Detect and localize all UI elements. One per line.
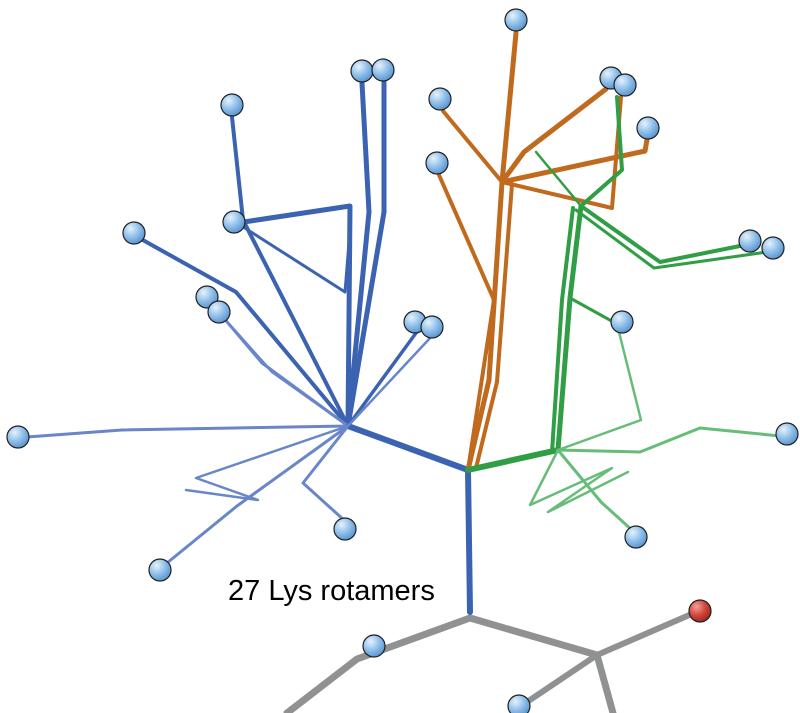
nitrogen-atom xyxy=(761,236,785,260)
bond-green xyxy=(579,204,747,264)
bond-blue_light xyxy=(184,424,350,502)
bond-blue_light xyxy=(209,301,350,428)
bond-green xyxy=(550,206,575,454)
nitrogen-atom xyxy=(624,525,648,549)
bond-blue_light xyxy=(346,335,433,428)
nitrogen-atom xyxy=(507,694,531,713)
bond-blue_light xyxy=(220,314,350,428)
bond-orange xyxy=(441,109,504,184)
bond-blue xyxy=(345,80,372,429)
nitrogen-atom xyxy=(220,93,244,117)
nitrogen-atom xyxy=(420,315,444,339)
bond-gray xyxy=(283,614,474,713)
bond-blue xyxy=(139,237,350,428)
bond-green xyxy=(465,447,561,473)
bond-blue_light xyxy=(25,424,350,439)
nitrogen-atom xyxy=(333,517,357,541)
nitrogen-atom xyxy=(636,116,660,140)
bond-blue xyxy=(234,203,353,429)
bond-gray xyxy=(521,652,600,707)
nitrogen-atom xyxy=(207,300,231,324)
bond-orange xyxy=(500,95,623,210)
bond-blue xyxy=(346,331,418,428)
bond-orange xyxy=(437,173,496,472)
nitrogen-atom xyxy=(610,310,634,334)
nitrogen-atom xyxy=(148,558,172,582)
nitrogen-atom xyxy=(613,73,637,97)
bond-blue xyxy=(230,115,350,428)
bond-green xyxy=(568,296,619,326)
bond-orange xyxy=(499,30,519,185)
nitrogen-atom xyxy=(350,59,374,83)
bond-orange xyxy=(499,86,609,185)
bond-blue xyxy=(235,221,352,294)
nitrogen-atom xyxy=(222,210,246,234)
bond-orange xyxy=(465,179,505,473)
nitrogen-atom xyxy=(738,229,762,253)
bond-green_light xyxy=(528,448,630,514)
bond-orange xyxy=(499,131,651,185)
bond-green_light xyxy=(556,322,643,452)
nitrogen-atom xyxy=(775,422,799,446)
bond-blue xyxy=(345,423,471,473)
bond-blue_light xyxy=(301,424,350,523)
bond-green_light xyxy=(556,426,782,454)
bond-blue xyxy=(345,79,387,429)
nitrogen-atom xyxy=(425,151,449,175)
bond-blue_light xyxy=(165,424,350,565)
bond-green xyxy=(574,208,769,270)
nitrogen-atom xyxy=(371,58,395,82)
nitrogen-atom xyxy=(6,425,30,449)
bond-blue xyxy=(465,467,473,615)
nitrogen-atom xyxy=(504,8,528,32)
nitrogen-atom xyxy=(122,221,146,245)
rotamer-count-label: 27 Lys rotamers xyxy=(228,575,435,607)
oxygen-atom xyxy=(688,599,712,623)
bond-green_light xyxy=(556,448,635,533)
bond-gray xyxy=(466,614,617,713)
bond-gray xyxy=(594,610,697,658)
nitrogen-atom xyxy=(362,634,386,658)
bond-green xyxy=(534,150,583,208)
bond-green xyxy=(579,95,624,208)
nitrogen-atom xyxy=(428,87,452,111)
bond-orange xyxy=(474,182,514,470)
